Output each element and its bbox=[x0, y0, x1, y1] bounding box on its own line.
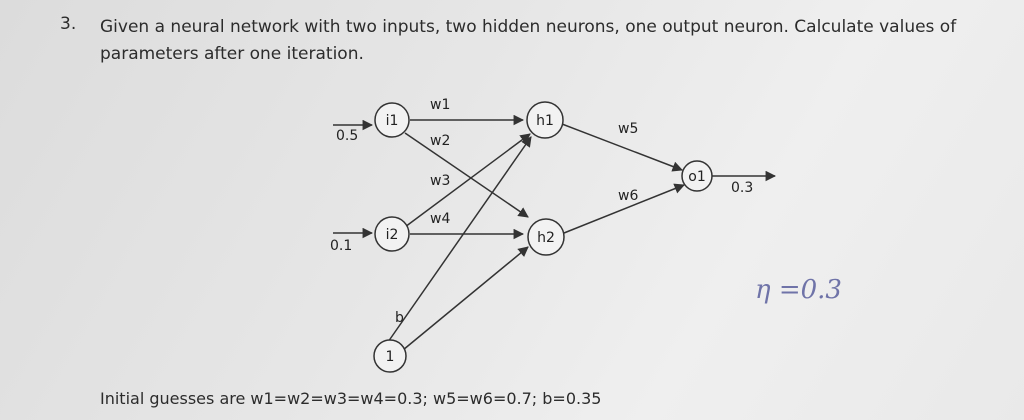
svg-text:i1: i1 bbox=[386, 113, 399, 129]
node-o1: o1 bbox=[681, 160, 713, 192]
svg-text:o1: o1 bbox=[688, 169, 705, 185]
svg-text:1: 1 bbox=[386, 349, 395, 365]
svg-text:i2: i2 bbox=[386, 227, 399, 243]
question-number: 3. bbox=[60, 14, 77, 34]
input-value-2: 0.1 bbox=[330, 238, 352, 254]
edge-i2-h1 bbox=[404, 133, 531, 228]
weight-label-w6: w6 bbox=[618, 188, 638, 204]
edge-i1-h2 bbox=[404, 132, 529, 218]
weight-label-w1: w1 bbox=[430, 97, 450, 113]
weight-label-w2: w2 bbox=[430, 133, 450, 149]
bias-label: b bbox=[395, 310, 404, 326]
edge-bias-h1 bbox=[387, 136, 532, 343]
weight-label-w3: w3 bbox=[430, 173, 450, 189]
handwritten-learning-rate: η =0.3 bbox=[755, 275, 842, 305]
weight-label-w5: w5 bbox=[618, 121, 638, 137]
node-h1: h1 bbox=[526, 101, 564, 139]
edge-h1-o1 bbox=[561, 123, 683, 172]
weight-label-w4: w4 bbox=[430, 211, 450, 227]
node-bias: 1 bbox=[373, 339, 407, 373]
svg-text:h2: h2 bbox=[537, 230, 555, 246]
initial-guesses-text: Initial guesses are w1=w2=w3=w4=0.3; w5=… bbox=[100, 389, 602, 408]
edge-bias-h2 bbox=[402, 246, 529, 351]
node-i1: i1 bbox=[374, 102, 410, 138]
svg-text:h1: h1 bbox=[536, 113, 554, 129]
node-h2: h2 bbox=[527, 218, 565, 256]
node-i2: i2 bbox=[374, 216, 410, 252]
output-value: 0.3 bbox=[731, 180, 753, 196]
input-value-1: 0.5 bbox=[336, 128, 358, 144]
question-text: Given a neural network with two inputs, … bbox=[100, 17, 957, 64]
edge-h2-o1 bbox=[563, 183, 685, 234]
